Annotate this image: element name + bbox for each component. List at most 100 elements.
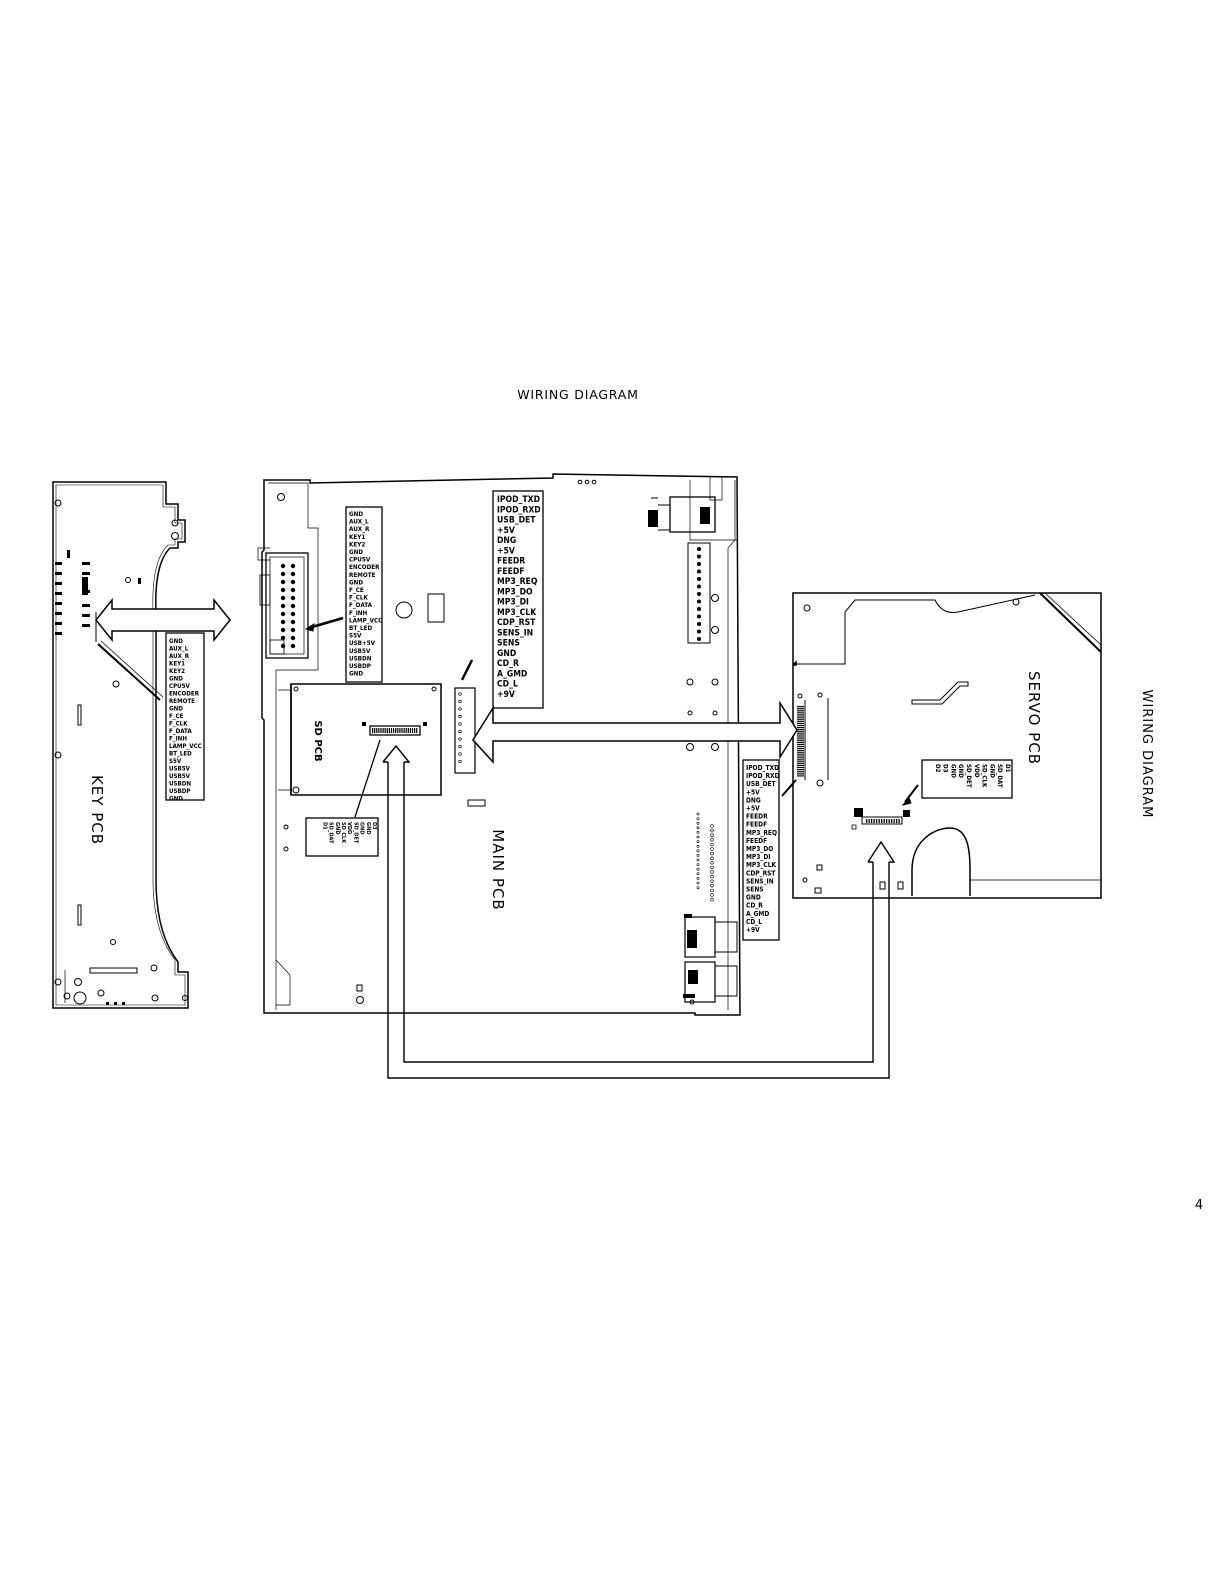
connector-tooth [797,712,804,714]
pin-label: SD_DAT [996,764,1003,788]
pin-label: MP3_REQ [497,577,538,587]
main-servo-pin-box [492,490,544,709]
pin-dot [710,856,714,860]
key-pcb-pin-list: GNDAUX_LAUX_RKEY1KEY2GNDCPU5VENCODERREMO… [169,638,202,803]
pin-dot [280,603,286,609]
pin-label: CD_R [497,659,519,669]
pin-label: S5V [349,633,362,640]
connector-tooth [797,760,804,762]
pin-label: BT_LED [349,625,372,632]
pin-label: CD_L [497,680,518,690]
main-key-pin-list: GNDAUX_LAUX_RKEY1KEY2GNDCPU5VENCODERREMO… [349,511,382,678]
pin-label: SD_CLK [981,764,988,788]
pin-label: GND [334,822,340,835]
pin-dot [710,865,714,870]
pin-dot [290,571,296,577]
pin-dot [697,629,701,634]
pin-dot [696,826,700,830]
connector-tooth [797,727,804,729]
pin-label: +9V [746,926,760,934]
pin-label: MP3_CLK [746,861,776,869]
pin-label: A_GMD [497,669,528,679]
pin-label: DNG [497,536,516,546]
connector-tooth [797,737,804,739]
connector-tooth [797,716,804,718]
connector-tooth [883,819,885,823]
connector-tooth [797,706,804,708]
pin-dot [710,833,714,837]
pin-label: USB5V [349,648,371,655]
connector-tooth [886,819,888,823]
pin-label: D1 [1004,764,1011,773]
connector-tooth [797,722,804,724]
pin-label: IPOD_TXD [497,495,541,505]
pin-dot [290,619,296,625]
connector-tooth [380,728,382,733]
pin-dot [280,571,286,577]
pin-dot [280,595,286,601]
connector-tooth [388,728,390,733]
connector-tooth [797,743,804,745]
pin-dot [458,729,462,734]
pin-label: LAMP_VCC [169,743,202,750]
pin-dot [710,828,714,833]
pin-dot [696,849,700,853]
pin-label: FEEDF [497,567,525,577]
pin-dot [280,587,286,593]
main-servo-double-arrow [472,700,798,764]
pin-dot [280,627,286,633]
pin-label: SENS_IN [497,628,533,638]
connector-tooth [898,819,900,823]
pin-label: USBDP [349,663,371,670]
pin-dot [458,714,462,719]
pin-dot [280,611,286,617]
pin-label: VDD [973,764,980,778]
pin-label: MP3_DI [746,853,770,861]
connector-tooth [797,750,804,752]
connector-tooth [891,819,893,823]
pin-label: D3 [371,822,377,830]
connector-tooth [797,718,804,720]
connector-tooth [881,819,883,823]
connector-tooth [401,728,403,733]
connector-tooth [797,724,804,727]
pin-dot [290,611,296,617]
pin-dot [710,842,714,847]
side-title: WIRING DIAGRAM [1139,690,1154,819]
connector-tooth [395,728,397,733]
connector-tooth [376,728,378,733]
pin-label: GND [957,764,964,778]
pin-dot [697,577,701,581]
pin-label: REMOTE [349,572,376,579]
pin-dot [280,635,286,641]
pin-label: USB5V [169,773,191,780]
pin-label: USBDN [349,655,372,662]
pin-dot [290,579,296,585]
servo-main-pin-box [742,759,780,941]
connector-tooth [797,775,804,777]
connector-tooth [382,728,384,733]
pin-label: F_INH [349,610,368,617]
pin-dot [697,614,701,619]
pin-label: USB_DET [497,516,536,526]
pin-label: D3 [942,764,949,773]
pin-dot [696,872,700,876]
pin-label: GND [169,796,183,803]
pin-label: FEEDF [746,821,767,829]
pin-label: GND [359,822,365,835]
pin-label: F_CE [349,587,364,594]
pin-dot [696,831,700,834]
connector-tooth [797,741,804,743]
pin-label: GND [988,764,995,778]
pin-label: GND [349,671,363,678]
connector-tooth [797,710,804,712]
pin-dot [280,579,286,585]
pin-dot [290,603,296,609]
pin-label: KEY1 [169,661,185,668]
servo-sd-pin-box [921,759,1013,799]
pin-dot [458,737,462,741]
connector-tooth [797,714,804,716]
connector-tooth [873,819,875,823]
pin-label: AUX_L [349,519,369,526]
pin-label: USB_DET [746,780,777,788]
